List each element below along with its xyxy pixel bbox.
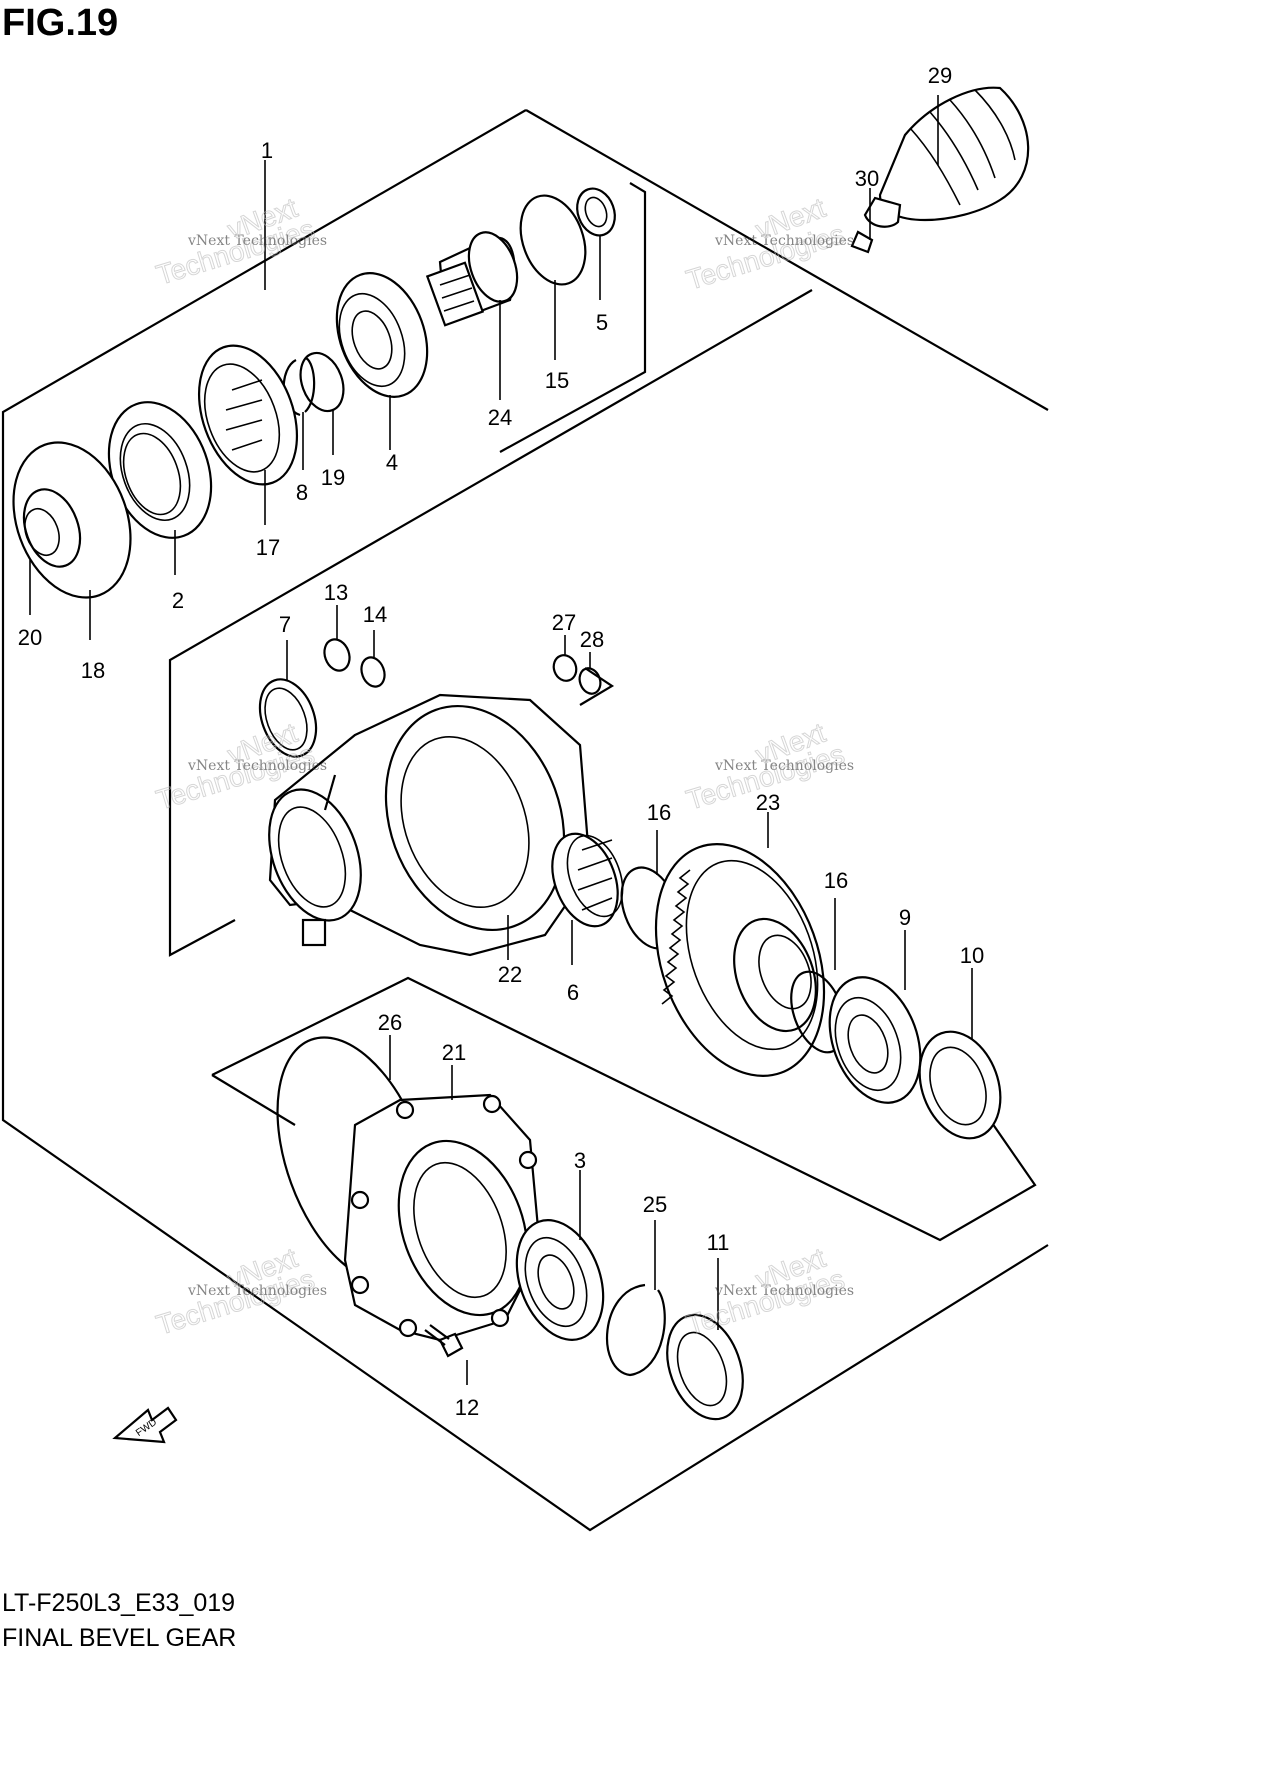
callout-10: 10 (960, 943, 984, 968)
watermark-text: vNext Technologies (187, 1283, 327, 1299)
callout-19: 19 (321, 465, 345, 490)
boot-part-29 (863, 86, 1030, 228)
plug-part-13 (323, 638, 351, 672)
assembly-frame (1, 109, 1049, 1532)
callout-15: 15 (545, 368, 569, 393)
callout-17: 17 (256, 535, 280, 560)
watermark-text: vNext Technologies (714, 758, 854, 774)
callout-25: 25 (643, 1192, 667, 1217)
needle-bearing-part-6 (551, 832, 624, 928)
callout-11: 11 (707, 1230, 730, 1255)
ring-part-7 (258, 678, 318, 758)
callout-4: 4 (386, 450, 398, 475)
clamp-part-30 (850, 230, 874, 254)
callout-7: 7 (279, 612, 291, 637)
forward-arrow-icon: FWD (112, 1406, 178, 1444)
callout-16-b: 16 (824, 868, 848, 893)
bearing-part-9 (828, 976, 922, 1104)
pinion-subgroup-box (499, 182, 647, 453)
callout-18: 18 (81, 658, 105, 683)
callout-27: 27 (552, 610, 576, 635)
watermark-text: vNext Technologies (187, 233, 327, 249)
watermark-text: vNext Technologies (187, 758, 327, 774)
callout-13: 13 (324, 580, 348, 605)
callout-20: 20 (18, 625, 42, 650)
gasket-part-14 (360, 656, 386, 688)
callout-16-a: 16 (647, 800, 671, 825)
circlip-part-25 (606, 1283, 666, 1377)
callout-12: 12 (455, 1395, 479, 1420)
diagram-code: LT-F250L3_E33_019 (2, 1589, 236, 1617)
watermark-text: vNext Technologies (714, 233, 854, 249)
bevel-gear-part-23 (654, 843, 826, 1077)
callout-5: 5 (596, 310, 608, 335)
gear-case-part-22 (268, 693, 592, 957)
bearing-part-3 (515, 1219, 605, 1341)
gasket-part-28 (578, 667, 602, 695)
callout-14: 14 (363, 602, 387, 627)
cover-part-21 (343, 1093, 545, 1342)
oil-seal-part-10 (918, 1030, 1002, 1140)
callout-28: 28 (580, 627, 604, 652)
callout-30: 30 (855, 166, 879, 191)
callout-2: 2 (172, 588, 184, 613)
diagram-name: FINAL BEVEL GEAR (2, 1624, 237, 1652)
cover-subgroup-box (211, 976, 1037, 1242)
callout-24: 24 (488, 405, 512, 430)
leader-lines (29, 95, 973, 1385)
callout-22: 22 (498, 962, 522, 987)
housing-subgroup-box (168, 289, 813, 957)
callout-8: 8 (296, 480, 308, 505)
callout-29: 29 (928, 63, 952, 88)
callout-labels: 1 2 3 4 5 6 7 8 9 10 11 12 13 14 15 16 1… (18, 63, 984, 1420)
callout-6: 6 (567, 980, 579, 1005)
watermark-text: vNext Technologies (714, 1283, 854, 1299)
callout-21: 21 (442, 1040, 466, 1065)
coupling-part-18 (12, 441, 132, 599)
bearing-part-4 (335, 272, 429, 398)
bearing-part-5 (576, 187, 616, 237)
pinion-shaft-part-24 (425, 231, 519, 327)
figure-title: FIG.19 (2, 2, 119, 44)
callout-26: 26 (378, 1010, 402, 1035)
callout-3: 3 (574, 1148, 586, 1173)
bearing-part-17 (197, 344, 299, 486)
callout-9: 9 (899, 905, 911, 930)
plug-part-27 (552, 654, 578, 682)
oil-seal-part-11 (666, 1313, 744, 1421)
callout-23: 23 (756, 790, 780, 815)
shim-part-19 (299, 351, 345, 413)
bolt-part-12 (424, 1324, 464, 1358)
callout-1: 1 (261, 138, 273, 163)
oring-part-15 (519, 194, 587, 286)
